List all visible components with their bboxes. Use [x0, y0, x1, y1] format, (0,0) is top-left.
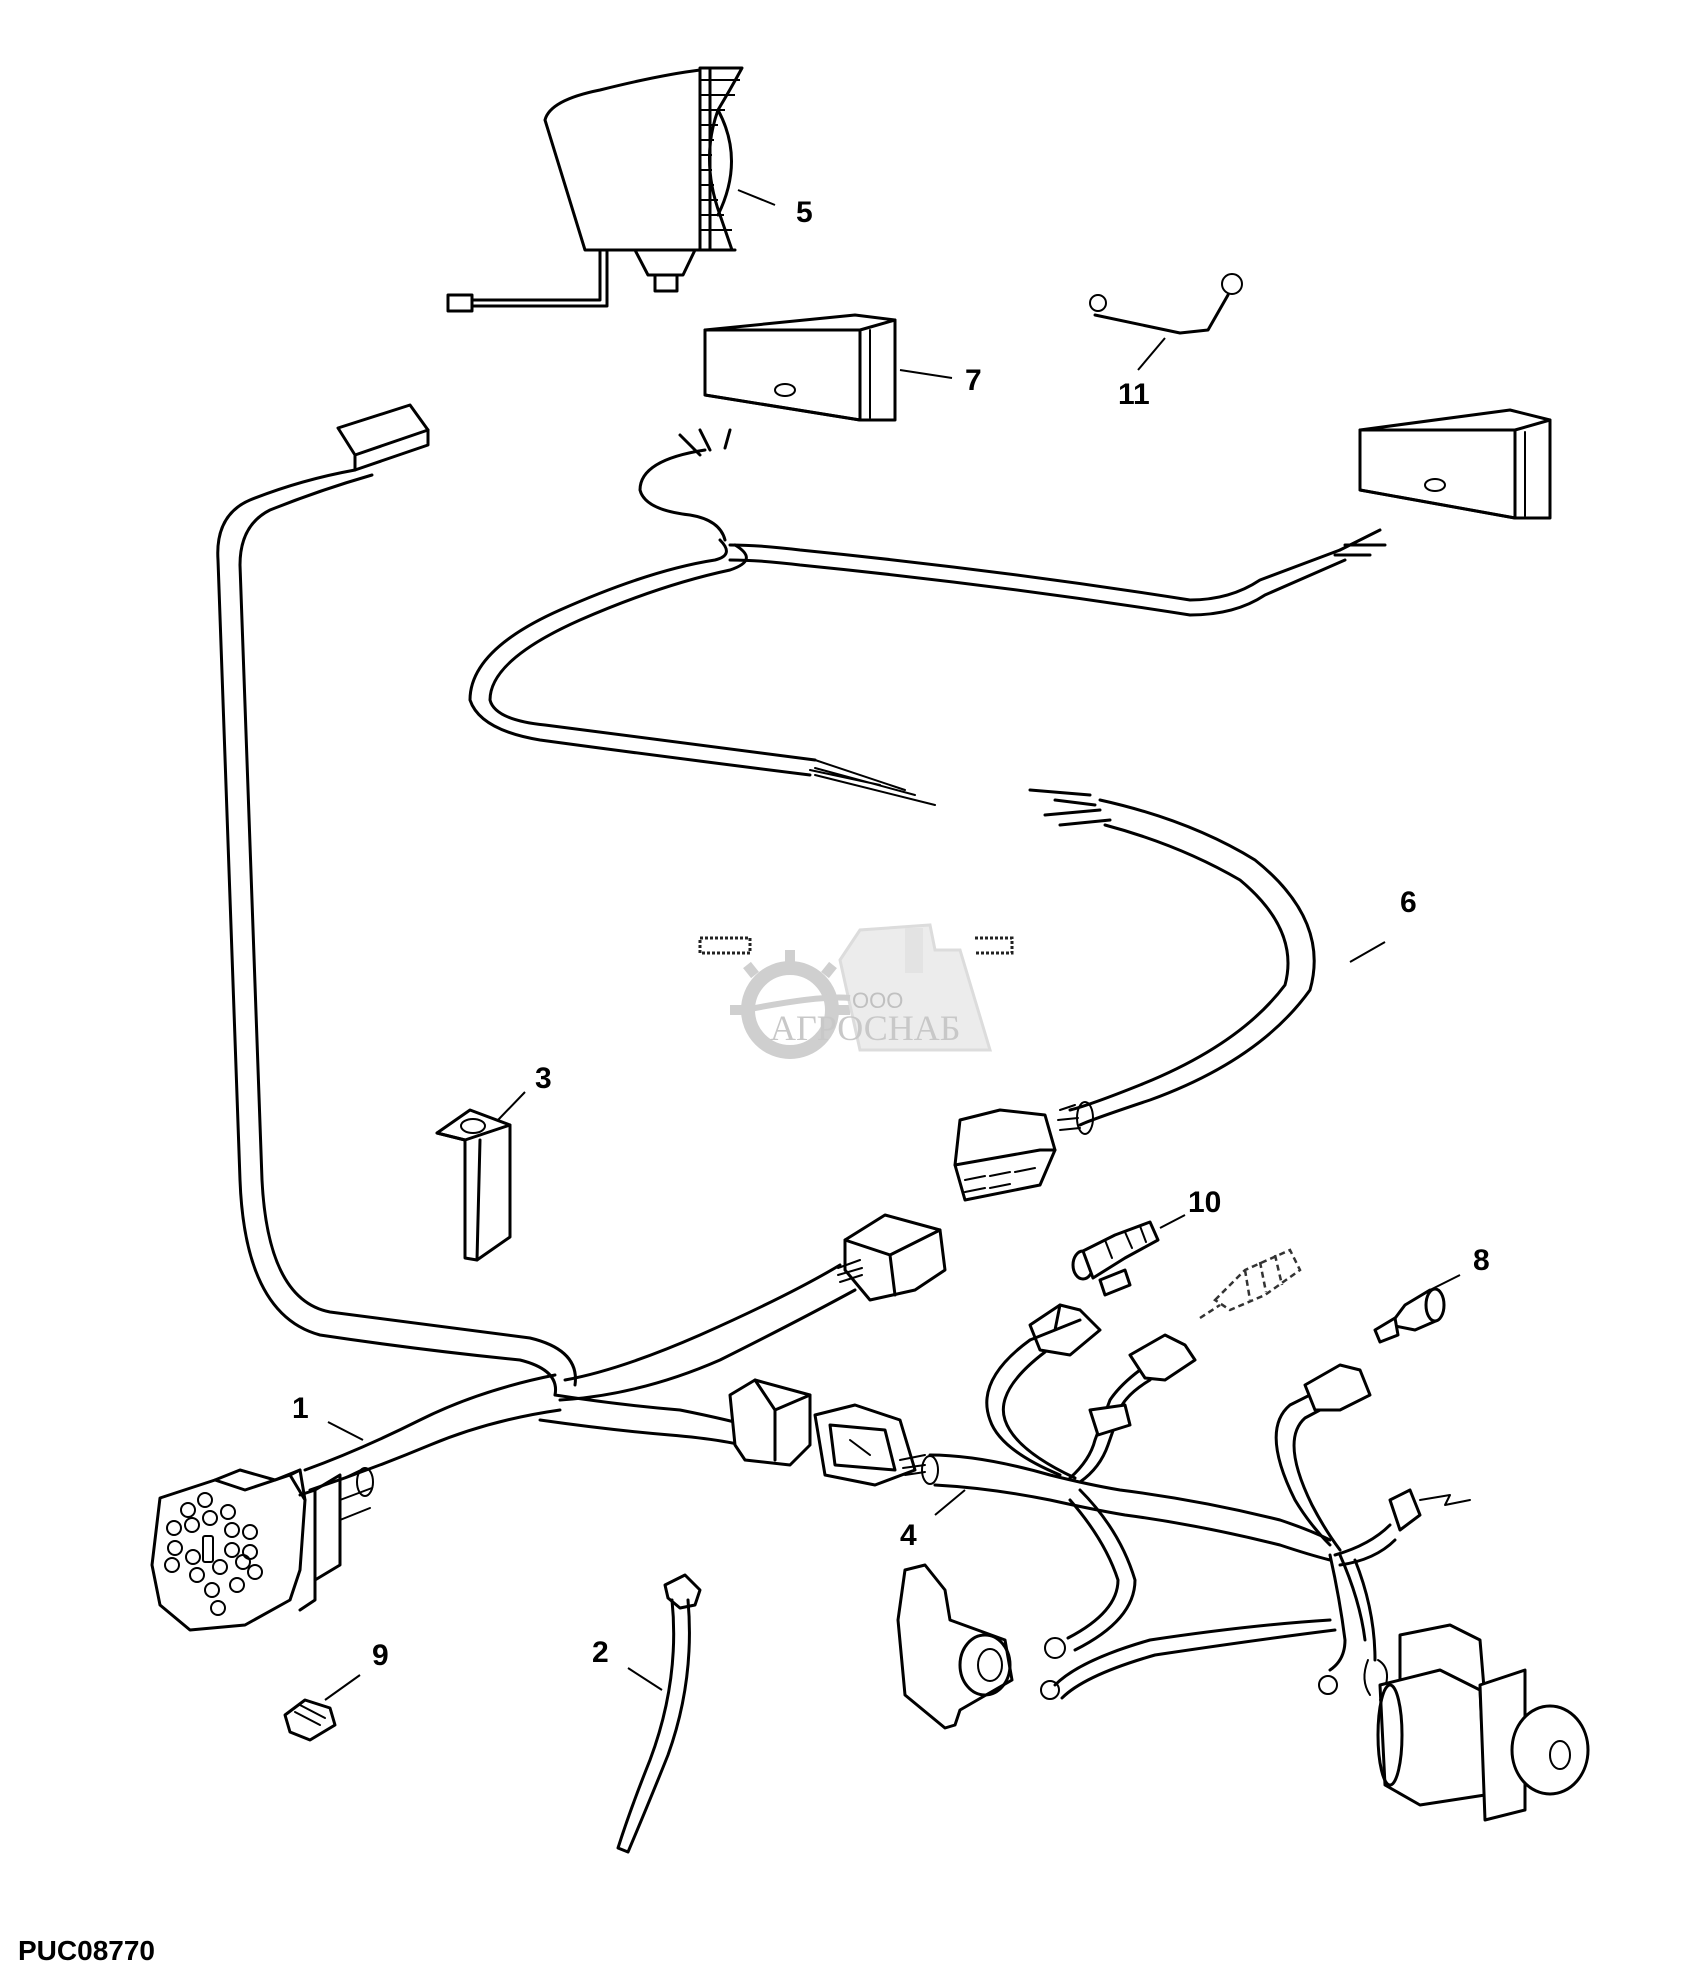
callout-8-leader — [1429, 1274, 1461, 1291]
watermark-name: АГРОСНАБ — [770, 1008, 960, 1048]
watermark-bracket-left — [698, 936, 752, 955]
callout-5: 5 — [796, 196, 813, 229]
callout-4: 4 — [900, 1519, 917, 1552]
lighting-harness — [468, 538, 1347, 1202]
phantom-sender — [1199, 1248, 1302, 1320]
watermark: ООО АГРОСНАБ — [698, 923, 1014, 1059]
temperature-sender — [1373, 1287, 1446, 1344]
swoosh — [744, 994, 851, 1013]
starter-motor — [1376, 1623, 1590, 1822]
callout-3: 3 — [535, 1062, 552, 1095]
figure-code: PUC08770 — [18, 1935, 155, 1966]
callout-7-leader — [899, 369, 953, 379]
lamp-unit — [638, 313, 897, 542]
watermark-bracket-right — [975, 936, 1014, 955]
callout-2: 2 — [592, 1636, 609, 1669]
callout-3-leader — [497, 1091, 526, 1121]
callout-11-leader — [1137, 337, 1166, 371]
callout-9: 9 — [372, 1639, 389, 1672]
pressure-switch — [1071, 1220, 1160, 1297]
callout-10-leader — [1159, 1214, 1186, 1229]
callout-10: 10 — [1188, 1186, 1221, 1219]
callout-6-leader — [1349, 941, 1386, 963]
work-light — [446, 66, 744, 313]
callout-4-leader — [934, 1489, 966, 1516]
callout-1-leader — [327, 1421, 364, 1441]
callout-1: 1 — [292, 1392, 309, 1425]
alternator — [896, 1563, 1014, 1730]
callout-11: 11 — [1118, 378, 1150, 411]
callout-5-leader — [737, 189, 776, 206]
combine-harvester-icon — [838, 923, 993, 1052]
callout-6: 6 — [1400, 886, 1417, 919]
clip — [283, 1698, 337, 1742]
bracket — [435, 1108, 512, 1262]
callout-7: 7 — [965, 364, 982, 397]
cable-tie — [616, 1573, 702, 1854]
callout-9-leader — [324, 1674, 361, 1701]
callout-8: 8 — [1473, 1244, 1490, 1277]
callout-2-leader — [627, 1667, 663, 1691]
engine-harness — [728, 1303, 1471, 1701]
ground-strap — [1089, 273, 1243, 335]
watermark-prefix: ООО — [852, 988, 903, 1013]
lamp-unit-right — [1333, 408, 1552, 557]
main-harness — [150, 403, 947, 1632]
